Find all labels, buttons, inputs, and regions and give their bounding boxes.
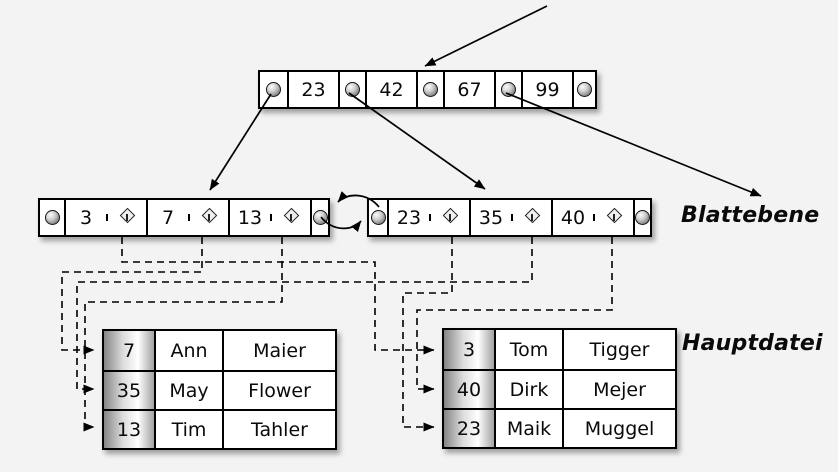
- record-lastname: Maier: [222, 331, 335, 370]
- root-key: 42: [365, 72, 416, 107]
- leaf-entry: 40: [551, 200, 633, 235]
- leaf-level-label: Blattebene: [681, 203, 820, 228]
- leaf-entry: 23: [387, 200, 469, 235]
- child-pointer-slot: [416, 72, 443, 107]
- record-key: 13: [104, 409, 154, 448]
- leaf-entry: 35: [469, 200, 551, 235]
- record-lastname: Flower: [222, 370, 335, 409]
- leaf-node-left: 3 7 13: [38, 198, 330, 237]
- record-pointer-diamond-icon: [283, 207, 299, 224]
- pointer-ball-icon: [44, 210, 60, 225]
- record-lastname: Tigger: [562, 330, 675, 369]
- leaf-entry: 13: [228, 200, 310, 235]
- record-firstname: May: [154, 370, 222, 409]
- record-key: 40: [444, 369, 494, 408]
- record-pointer-slot: [270, 207, 310, 224]
- record-pointer-slot: [429, 207, 469, 224]
- child-pointer-slot: [572, 72, 595, 107]
- sibling-pointer-slot: [633, 200, 650, 235]
- pointer-ball-icon: [266, 82, 281, 97]
- record-pointer-diamond-icon: [442, 207, 458, 224]
- record-pointer-slot: [593, 207, 633, 224]
- main-file-table-left: 7 Ann Maier 35 May Flower 13 Tim Tahler: [102, 329, 337, 450]
- record-lastname: Tahler: [222, 409, 335, 448]
- root-node: 23 42 67 99: [258, 70, 597, 109]
- pointer-ball-icon: [370, 210, 386, 225]
- sibling-pointer-slot: [40, 200, 64, 235]
- leaf-key: 3: [79, 206, 93, 229]
- pointer-ball-icon: [501, 82, 516, 97]
- record-pointer-diamond-icon: [524, 207, 540, 224]
- child-pointer-slot: [494, 72, 521, 107]
- record-lastname: Mejer: [562, 369, 675, 408]
- record-pointer-diamond-icon: [606, 207, 622, 224]
- root-key: 23: [287, 72, 338, 107]
- pointer-ball-icon: [577, 82, 592, 97]
- leaf-key: 40: [560, 206, 586, 229]
- pointer-ball-icon: [423, 82, 438, 97]
- pointer-ball-icon: [345, 82, 360, 97]
- sibling-pointer-slot: [369, 200, 387, 235]
- record-pointer-diamond-icon: [201, 207, 217, 224]
- record-pointer-slot: [511, 207, 551, 224]
- main-file-label: Hauptdatei: [682, 331, 823, 356]
- leaf-node-right: 23 35 40: [367, 198, 652, 237]
- record-key: 3: [444, 330, 494, 369]
- record-pointer-slot: [188, 207, 228, 224]
- record-pointer-slot: [106, 207, 146, 224]
- record-lastname: Muggel: [562, 408, 675, 447]
- leaf-entry: 3: [64, 200, 146, 235]
- leaf-key: 7: [161, 206, 175, 229]
- leaf-key: 23: [396, 206, 422, 229]
- sibling-pointer-slot: [310, 200, 328, 235]
- pointer-ball-icon: [312, 210, 328, 225]
- record-key: 23: [444, 408, 494, 447]
- leaf-key: 35: [478, 206, 504, 229]
- main-file-table-right: 3 Tom Tigger 40 Dirk Mejer 23 Maik Mugge…: [442, 328, 677, 449]
- pointer-ball-icon: [635, 210, 650, 225]
- record-firstname: Tom: [494, 330, 562, 369]
- leaf-entry: 7: [146, 200, 228, 235]
- root-key: 67: [443, 72, 494, 107]
- child-pointer-slot: [338, 72, 365, 107]
- arrow-into-root: [424, 5, 548, 67]
- child-pointer-slot: [260, 72, 287, 107]
- leaf-key: 13: [237, 206, 263, 229]
- record-firstname: Tim: [154, 409, 222, 448]
- record-key: 7: [104, 331, 154, 370]
- record-firstname: Dirk: [494, 369, 562, 408]
- record-firstname: Maik: [494, 408, 562, 447]
- record-pointer-diamond-icon: [119, 207, 135, 224]
- record-key: 35: [104, 370, 154, 409]
- root-key: 99: [521, 72, 572, 107]
- record-firstname: Ann: [154, 331, 222, 370]
